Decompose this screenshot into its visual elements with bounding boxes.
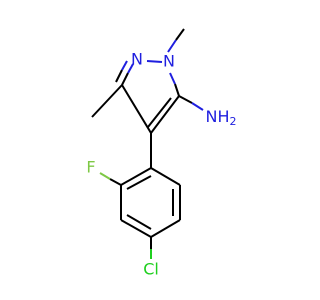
atom-n2: N — [131, 50, 143, 69]
bond-n2-n1 — [146, 60, 163, 63]
bond-c5-nh2-a — [178, 95, 193, 104]
structure-diagram: N N NH2 F Cl — [86, 28, 237, 279]
bond-p6-f-a — [109, 178, 122, 186]
bond-p6-p1 — [120, 167, 152, 186]
bond-n1-methyl-a — [167, 39, 177, 53]
atom-chlorine: Cl — [143, 260, 159, 279]
bond-p3-p4 — [150, 219, 181, 238]
bond-c3-n2-double-a — [115, 69, 123, 83]
amine-label: NH — [206, 107, 230, 126]
amine-subscript: 2 — [230, 115, 237, 128]
atom-amine: NH2 — [206, 107, 237, 129]
bond-c5-c4 — [150, 95, 180, 134]
bond-c4-c3 — [121, 84, 152, 134]
bond-n1-c5-a — [169, 72, 176, 85]
molecule-canvas: N N NH2 F Cl — [86, 28, 237, 279]
bond-n1-c5-b — [174, 83, 180, 97]
bond-n1-methyl-b — [175, 28, 185, 41]
bond-p4-p5-double — [126, 214, 152, 230]
bond-c3-n2-a — [121, 72, 129, 86]
bond-c5-c4-double — [147, 97, 172, 128]
atom-n1: N — [163, 52, 175, 71]
bond-p4-p5 — [120, 219, 152, 238]
bond-c3-methyl — [91, 84, 123, 118]
bond-c3-n2-double-b — [121, 60, 128, 71]
bond-c5-nh2-b — [191, 102, 204, 111]
bond-p1-p2 — [150, 167, 181, 186]
atom-fluorine: F — [86, 158, 95, 177]
bond-c3-n2-b — [127, 63, 134, 74]
bond-p6-p1-double — [126, 175, 152, 190]
bond-p6-f-b — [99, 172, 111, 180]
